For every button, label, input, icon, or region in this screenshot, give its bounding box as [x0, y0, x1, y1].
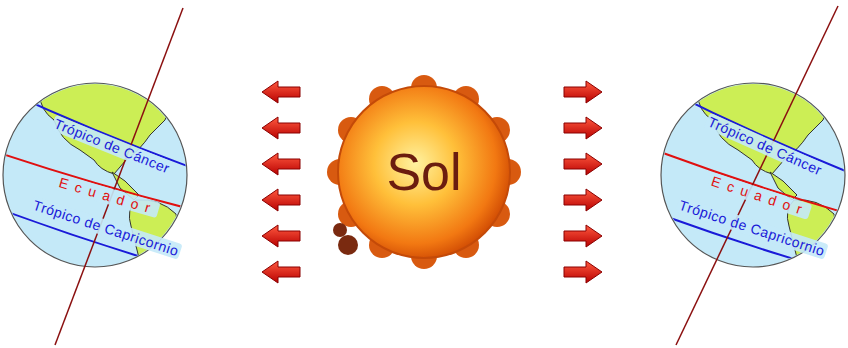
tropic-label: Trópico de Cáncer: [50, 115, 174, 177]
ray-arrow: [262, 225, 300, 247]
ray-arrow: [564, 117, 602, 139]
sun-flare: [333, 223, 347, 237]
globe-surface: [0, 65, 256, 291]
sun: Sol: [364, 138, 484, 206]
sun: [327, 75, 521, 269]
ray-arrow: [262, 117, 300, 139]
ray-arrow: [564, 261, 602, 283]
globe: Trópico de CáncerEcuadorTrópico de Capri…: [661, 83, 845, 267]
tropic-line: [0, 78, 256, 195]
ray-arrow: [262, 189, 300, 211]
ray-arrow: [564, 189, 602, 211]
globe-right: [604, 6, 848, 345]
ray-arrow: [564, 225, 602, 247]
ray-arrow: [564, 153, 602, 175]
ray-arrow: [262, 81, 300, 103]
sun-label: Sol: [386, 146, 461, 198]
earth-axis: [55, 8, 183, 345]
ray-arrow: [564, 81, 602, 103]
sun-flare: [338, 235, 358, 255]
globe: Trópico de CáncerEcuadorTrópico de Capri…: [3, 83, 187, 267]
globe-surface: [604, 65, 848, 291]
tropic-line: [604, 194, 848, 291]
sun-disc: [338, 86, 510, 258]
globe-left: [0, 8, 256, 345]
ray-arrow: [262, 261, 300, 283]
radiation-arrows: [262, 81, 602, 283]
tropic-label: Trópico de Cáncer: [704, 113, 827, 179]
earth-axis: [676, 6, 838, 345]
ray-arrow: [262, 153, 300, 175]
continent: [128, 65, 170, 94]
